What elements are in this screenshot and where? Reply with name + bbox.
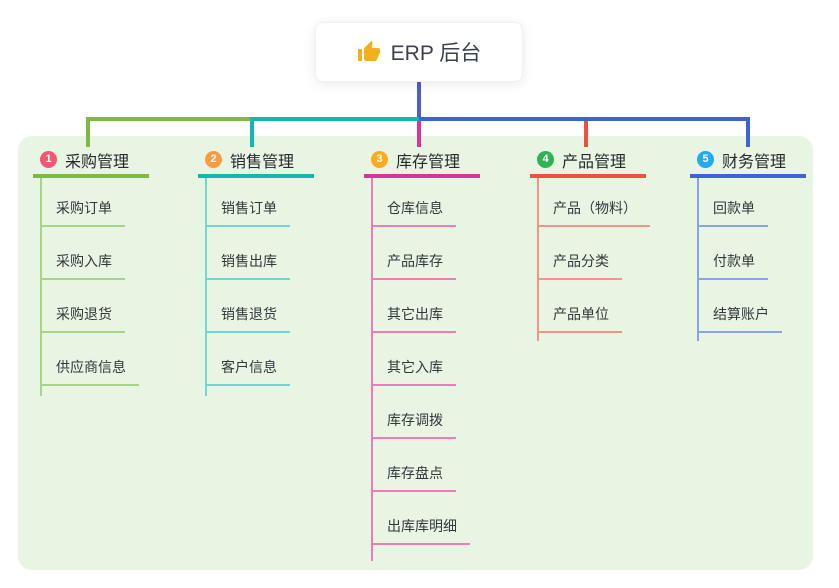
thumbs-up-icon bbox=[357, 41, 380, 61]
node-supplier-info[interactable]: 供应商信息 bbox=[40, 333, 139, 386]
node-stock-count[interactable]: 库存盘点 bbox=[371, 439, 456, 492]
connector-drop-sales bbox=[250, 117, 254, 147]
branch-label: 采购管理 bbox=[65, 153, 130, 171]
branch-finance: 5 财务管理 回款单 付款单 结算账户 bbox=[690, 149, 806, 341]
branch-number-badge: 3 bbox=[371, 151, 388, 168]
branch-header-product[interactable]: 4 产品管理 bbox=[530, 149, 646, 178]
connector-segment-green bbox=[86, 117, 254, 121]
branch-number-badge: 5 bbox=[697, 151, 714, 168]
branch-label: 销售管理 bbox=[230, 153, 295, 171]
node-purchase-return[interactable]: 采购退货 bbox=[40, 280, 125, 333]
branch-header-finance[interactable]: 5 财务管理 bbox=[690, 149, 806, 178]
branch-items: 仓库信息 产品库存 其它出库 其它入库 库存调拨 库存盘点 出库库明细 bbox=[371, 178, 480, 545]
node-payment-bill[interactable]: 付款单 bbox=[697, 227, 768, 280]
node-product-unit[interactable]: 产品单位 bbox=[537, 280, 622, 333]
branch-header-sales[interactable]: 2 销售管理 bbox=[198, 149, 314, 178]
branch-number-badge: 4 bbox=[537, 151, 554, 168]
node-sales-order[interactable]: 销售订单 bbox=[205, 178, 290, 227]
branch-label: 财务管理 bbox=[722, 153, 787, 171]
node-stock-transfer[interactable]: 库存调拨 bbox=[371, 386, 456, 439]
branch-header-procurement[interactable]: 1 采购管理 bbox=[33, 149, 149, 178]
node-warehouse-info[interactable]: 仓库信息 bbox=[371, 178, 456, 227]
node-customer-info[interactable]: 客户信息 bbox=[205, 333, 290, 386]
root-node[interactable]: ERP 后台 bbox=[315, 22, 523, 82]
node-receipt-bill[interactable]: 回款单 bbox=[697, 178, 768, 227]
branch-spine-line bbox=[537, 178, 539, 341]
branch-spine-line bbox=[697, 178, 699, 341]
node-other-inbound[interactable]: 其它入库 bbox=[371, 333, 456, 386]
branch-items: 销售订单 销售出库 销售退货 客户信息 bbox=[205, 178, 314, 386]
node-product-category[interactable]: 产品分类 bbox=[537, 227, 622, 280]
connector-root-drop bbox=[417, 82, 421, 121]
connector-segment-teal bbox=[250, 117, 419, 121]
branch-number-badge: 2 bbox=[205, 151, 222, 168]
connector-drop-procurement bbox=[86, 117, 90, 147]
node-purchase-order[interactable]: 采购订单 bbox=[40, 178, 125, 227]
node-sales-outbound[interactable]: 销售出库 bbox=[205, 227, 290, 280]
branch-sales: 2 销售管理 销售订单 销售出库 销售退货 客户信息 bbox=[198, 149, 314, 396]
connector-drop-finance bbox=[746, 117, 750, 147]
branch-label: 产品管理 bbox=[562, 153, 627, 171]
node-other-outbound[interactable]: 其它出库 bbox=[371, 280, 456, 333]
node-product-stock[interactable]: 产品库存 bbox=[371, 227, 456, 280]
branch-header-inventory[interactable]: 3 库存管理 bbox=[364, 149, 480, 178]
branches-panel bbox=[18, 136, 813, 570]
branch-spine-line bbox=[371, 178, 373, 561]
branch-label: 库存管理 bbox=[396, 153, 461, 171]
branch-items: 采购订单 采购入库 采购退货 供应商信息 bbox=[40, 178, 149, 386]
node-settlement-account[interactable]: 结算账户 bbox=[697, 280, 782, 333]
connector-drop-inventory bbox=[417, 121, 421, 147]
connector-drop-product bbox=[584, 121, 588, 147]
node-sales-return[interactable]: 销售退货 bbox=[205, 280, 290, 333]
branch-product: 4 产品管理 产品（物料） 产品分类 产品单位 bbox=[530, 149, 650, 341]
branch-items: 产品（物料） 产品分类 产品单位 bbox=[537, 178, 650, 333]
branch-spine-line bbox=[40, 178, 42, 396]
node-product-material[interactable]: 产品（物料） bbox=[537, 178, 650, 227]
branch-number-badge: 1 bbox=[40, 151, 57, 168]
node-purchase-inbound[interactable]: 采购入库 bbox=[40, 227, 125, 280]
root-node-label: ERP 后台 bbox=[390, 42, 482, 65]
node-outbound-detail[interactable]: 出库库明细 bbox=[371, 492, 470, 545]
branch-procurement: 1 采购管理 采购订单 采购入库 采购退货 供应商信息 bbox=[33, 149, 149, 396]
branch-items: 回款单 付款单 结算账户 bbox=[697, 178, 806, 333]
branch-inventory: 3 库存管理 仓库信息 产品库存 其它出库 其它入库 库存调拨 库存盘点 出库库… bbox=[364, 149, 480, 561]
connector-segment-blue bbox=[419, 117, 750, 121]
branch-spine-line bbox=[205, 178, 207, 396]
